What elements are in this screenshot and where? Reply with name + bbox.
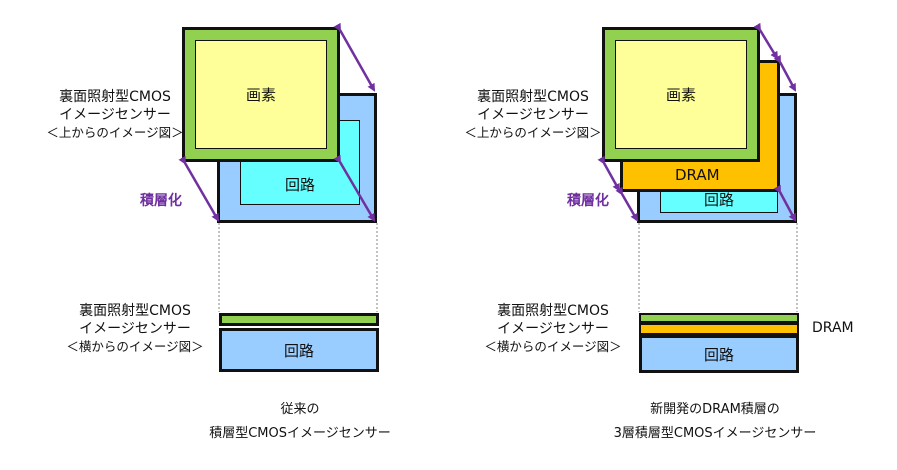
right-side-dram-label: DRAM [812,320,854,336]
left-pixel-inner: 画素 [195,40,327,149]
right-circuit-label: 回路 [703,190,734,209]
left-side-label-line2: イメージセンサー [79,321,191,337]
left-caption: 従来の 積層型CMOSイメージセンサー [180,398,420,446]
right-arrow-top-b [773,54,797,92]
right-arrow-left-b [615,186,639,222]
left-pixel-label: 画素 [245,86,276,104]
left-side-label-line1: 裏面照射型CMOS [79,303,191,319]
left-pixel-layer: 画素 [182,27,340,162]
right-dram-label: DRAM [675,166,720,184]
right-caption-line2: 3層積層型CMOSイメージセンサー [613,426,817,441]
left-top-label: 裏面照射型CMOS イメージセンサー ＜上からのイメージ図＞ [30,88,200,142]
left-top-label-line2: イメージセンサー [59,107,171,123]
right-side-label-line1: 裏面照射型CMOS [497,303,609,319]
right-caption-line1: 新開発のDRAM積層の [650,402,780,417]
right-side-label-line2: イメージセンサー [497,321,609,337]
right-caption: 新開発のDRAM積層の 3層積層型CMOSイメージセンサー [590,398,840,446]
left-arrow-left [178,155,220,222]
right-top-label-line3: ＜上からのイメージ図＞ [464,125,602,140]
right-arrow-left-a [597,155,621,192]
left-caption-line1: 従来の [280,402,320,417]
left-side-circuit-label: 回路 [283,341,314,360]
right-top-label-line2: イメージセンサー [477,107,589,123]
right-pixel-label: 画素 [665,86,696,104]
left-side-label: 裏面照射型CMOS イメージセンサー ＜横からのイメージ図＞ [50,302,220,356]
left-side-circuit-layer: 回路 [219,328,379,372]
left-caption-line2: 積層型CMOSイメージセンサー [209,426,391,441]
right-top-label-line1: 裏面照射型CMOS [477,89,589,105]
right-side-pixel-layer [639,313,799,323]
right-side-label: 裏面照射型CMOS イメージセンサー ＜横からのイメージ図＞ [468,302,638,356]
left-side-pixel-layer [219,313,379,326]
right-arrow-top-a [753,22,779,60]
left-top-label-line3: ＜上からのイメージ図＞ [46,125,184,140]
right-stack-label: 積層化 [567,193,609,209]
right-side-dram-layer [639,323,799,335]
left-stack-label: 積層化 [140,193,182,209]
left-top-label-line1: 裏面照射型CMOS [59,89,171,105]
left-circuit-label: 回路 [284,176,315,194]
left-side-label-line3: ＜横からのイメージ図＞ [66,339,204,354]
right-top-label: 裏面照射型CMOS イメージセンサー ＜上からのイメージ図＞ [448,88,618,142]
right-pixel-layer: 画素 [602,27,760,162]
right-side-circuit-layer: 回路 [639,335,799,373]
right-pixel-inner: 画素 [615,40,747,149]
right-side-label-line3: ＜横からのイメージ図＞ [484,339,622,354]
left-arrow-top-right [333,22,376,92]
right-side-circuit-label: 回路 [703,345,734,364]
